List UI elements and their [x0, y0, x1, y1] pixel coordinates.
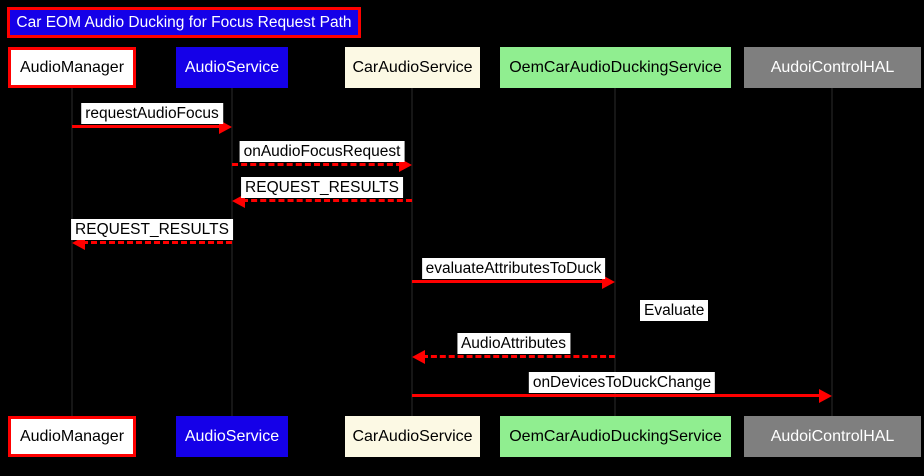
lifeline-AudioManager [71, 88, 73, 416]
message-label-1: onAudioFocusRequest [239, 141, 405, 162]
message-label-2: REQUEST_RESULTS [241, 177, 403, 198]
participant-bottom-AudoiControlHAL: AudoiControlHAL [744, 416, 921, 457]
message-label-5: Evaluate [640, 300, 709, 321]
message-arrowhead-6 [412, 350, 425, 364]
participant-bottom-OemCarAudioDuckingService: OemCarAudioDuckingService [500, 416, 731, 457]
message-line-7 [412, 394, 822, 397]
participant-bottom-CarAudioService: CarAudioService [345, 416, 480, 457]
participant-top-AudoiControlHAL: AudoiControlHAL [744, 47, 921, 88]
participant-bottom-AudioService: AudioService [176, 416, 288, 457]
message-line-2 [242, 199, 412, 202]
lifeline-CarAudioService [411, 88, 413, 416]
message-line-0 [72, 125, 222, 128]
lifeline-AudoiControlHAL [831, 88, 833, 416]
message-arrowhead-7 [819, 389, 832, 403]
message-label-6: AudioAttributes [456, 333, 571, 354]
message-label-4: evaluateAttributesToDuck [421, 258, 606, 279]
participant-top-AudioService: AudioService [176, 47, 288, 88]
diagram-title-box: Car EOM Audio Ducking for Focus Request … [7, 7, 361, 38]
message-line-3 [82, 241, 232, 244]
participant-top-OemCarAudioDuckingService: OemCarAudioDuckingService [500, 47, 731, 88]
participant-bottom-AudioManager: AudioManager [8, 416, 136, 457]
participant-top-CarAudioService: CarAudioService [345, 47, 480, 88]
lifeline-AudioService [231, 88, 233, 416]
lifeline-OemCarAudioDuckingService [614, 88, 616, 416]
message-line-1 [232, 163, 402, 166]
message-line-4 [412, 280, 605, 283]
message-line-6 [422, 355, 615, 358]
message-label-0: requestAudioFocus [81, 103, 223, 124]
participant-top-AudioManager: AudioManager [8, 47, 136, 88]
diagram-title-text: Car EOM Audio Ducking for Focus Request … [16, 13, 352, 31]
message-label-3: REQUEST_RESULTS [71, 219, 233, 240]
message-label-7: onDevicesToDuckChange [528, 372, 716, 393]
